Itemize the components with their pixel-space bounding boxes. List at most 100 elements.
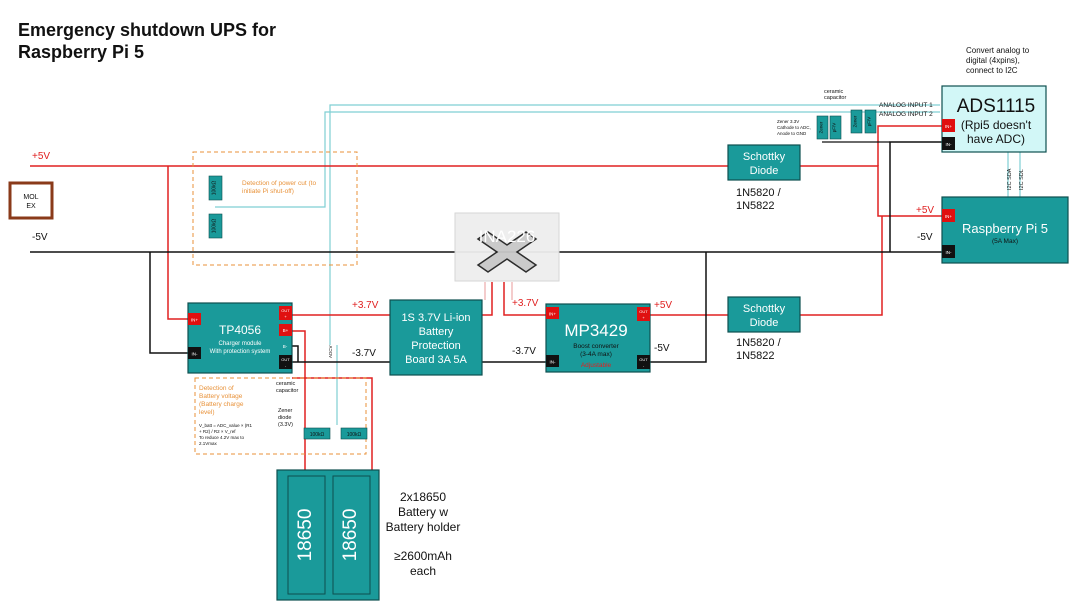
- diode-top-line-1: Schottky: [743, 151, 786, 163]
- diode-bottom-part-1: 1N5820 /: [736, 337, 782, 349]
- battery-desc-2: Battery w: [398, 505, 448, 519]
- ads1115-sub-1: (Rpi5 doesn't: [961, 118, 1032, 132]
- ads-zener-1-label: Zener: [819, 121, 824, 133]
- tp4056-pin-b-minus-label: B-: [283, 344, 288, 349]
- ads-cap-1: [829, 115, 842, 140]
- battery-pack: 18650 18650: [276, 469, 380, 601]
- detect-bottom-ceramic-2: capacitor: [276, 388, 298, 394]
- detect-bottom-line-1: Detection of: [199, 385, 234, 392]
- battery-cell-1-label: 18650: [295, 509, 316, 562]
- mp3429-pin-out-minus-label-b: -: [643, 363, 645, 368]
- ads-note-2: digital (4xpins),: [966, 56, 1020, 65]
- diode-bottom-part-2: 1N5822: [736, 350, 775, 362]
- wire-gnd-to-rpi: [889, 141, 942, 252]
- ads-ceramic-2: capacitor: [824, 95, 846, 101]
- resistor-detect-top-2-label: 100kΩ: [212, 218, 218, 233]
- ads-analog-input-1: ANALOG INPUT 1: [879, 102, 933, 109]
- wire-diode-bottom-to-rpi: [800, 216, 883, 316]
- bms-line-4: Board 3A 5A: [405, 354, 467, 366]
- ads1115-pin-in-minus-label: IN-: [946, 142, 953, 147]
- wire-tp-bplus-battery: [292, 330, 306, 470]
- ads-cap-1-label: μF/V: [832, 123, 837, 133]
- rpi-name: Raspberry Pi 5: [962, 221, 1048, 236]
- mp3429-pin-out-plus-label-a: OUT: [639, 309, 648, 314]
- battery-capacity-2: each: [410, 564, 436, 578]
- detect-bottom-formula-4: 2.1Vmax: [199, 441, 218, 446]
- label-plus5v-rpi: +5V: [916, 205, 934, 216]
- ads-zener-note-1: Zener 3.3V: [777, 119, 799, 124]
- ads1115-module: ADS1115 (Rpi5 doesn't have ADC) IN+ IN-: [941, 85, 1047, 153]
- battery-capacity-1: ≥2600mAh: [394, 549, 452, 563]
- schottky-diode-bottom: Schottky Diode: [727, 296, 801, 333]
- ads-components: Zener μF/V Zener μF/V: [816, 109, 877, 140]
- detection-power-cut-area: Detection of power cut (to initiate Pi s…: [192, 151, 358, 266]
- resistor-detect-top-1: 100kΩ: [208, 175, 223, 201]
- mp3429-adjustable: Adjustable: [581, 362, 612, 369]
- rpi-i2c-sda: I2C SDA: [1007, 168, 1013, 190]
- detect-bottom-zener-2: diode: [278, 415, 291, 421]
- ads-analog-input-2: ANALOG INPUT 2: [879, 111, 933, 118]
- ads1115-pin-in-plus-label: IN+: [945, 124, 953, 129]
- wire-tp-bminus: [292, 345, 299, 362]
- wire-gnd-to-tp4056: [149, 252, 188, 354]
- tp4056-desc-2: With protection system: [210, 349, 271, 355]
- ads1115-sub-2: have ADC): [967, 132, 1025, 146]
- diode-top-part-1: 1N5820 /: [736, 187, 782, 199]
- molex-connector: MOL EX: [8, 181, 54, 220]
- title-line-2: Raspberry Pi 5: [18, 42, 144, 62]
- tp4056-pin-in-plus-label: IN+: [191, 318, 199, 323]
- ads-cap-2: [864, 109, 877, 134]
- rpi-pin-in-plus: [942, 209, 955, 222]
- detect-top-line-2: initiate Pi shut-off): [242, 188, 294, 195]
- battery-desc-1: 2x18650: [400, 490, 446, 504]
- tp4056-module: TP4056 Charger module With protection sy…: [187, 302, 293, 374]
- diode-bottom-line-2: Diode: [750, 317, 779, 329]
- mp3429-desc-1: Boost converter: [573, 343, 619, 350]
- label-plus5v-mp: +5V: [654, 300, 672, 311]
- mp3429-boost-converter: MP3429 Boost converter (3-4A max) Adjust…: [545, 303, 651, 373]
- wire-ina-to-mp: [503, 282, 546, 316]
- mp3429-desc-2: (3-4A max): [580, 351, 612, 358]
- rpi-pin-in-minus: [942, 245, 955, 258]
- ina226-sensor: INA226: [454, 212, 560, 282]
- tp4056-pin-out-minus-label-b: -: [285, 363, 287, 368]
- label-adcv: ADCV: [328, 345, 333, 358]
- bms-board: 1S 3.7V Li-ion Battery Protection Board …: [389, 299, 483, 376]
- detect-bottom-formula-3: To reduce 4.2V max to: [199, 435, 245, 440]
- ina226-cross-icon: [476, 231, 538, 273]
- resistor-detect-top-2: 100kΩ: [208, 213, 223, 239]
- label-plus37v-a: +3.7V: [352, 300, 379, 311]
- ads-note-3: connect to I2C: [966, 66, 1018, 75]
- tp4056-pin-out-minus: [279, 355, 292, 369]
- resistor-detect-bottom-2-label: 100kΩ: [347, 432, 362, 438]
- ads-note-1: Convert analog to: [966, 46, 1030, 55]
- label-plus5v-top: +5V: [32, 151, 50, 162]
- detect-bottom-formula-1: V_batt = ADC_value × (R1: [199, 423, 253, 428]
- rpi-i2c-sdl: I2C SDL: [1019, 169, 1025, 190]
- label-minus5v-rpi: -5V: [917, 232, 933, 243]
- resistor-detect-bottom-2: 100kΩ: [340, 427, 368, 440]
- wire-diode-top-to-ads: [877, 125, 942, 166]
- ads-zener-note-3: Anode to GND: [777, 131, 807, 136]
- detect-top-line-1: Detection of power cut (to: [242, 180, 316, 187]
- resistor-detect-top-1-label: 100kΩ: [212, 180, 218, 195]
- ads1115-pin-in-minus: [942, 137, 955, 150]
- bms-line-2: Battery: [419, 326, 454, 338]
- detection-battery-voltage-area: Detection of Battery voltage (Battery ch…: [194, 377, 368, 455]
- bms-line-3: Protection: [411, 340, 461, 352]
- rpi-pin-in-minus-label: IN-: [946, 250, 953, 255]
- tp4056-pin-b-plus-label: B+: [283, 328, 289, 333]
- schottky-diode-top: Schottky Diode: [727, 144, 801, 181]
- label-minus5v-left: -5V: [32, 232, 48, 243]
- tp4056-pin-b-plus: [279, 324, 292, 336]
- resistor-detect-bottom-1: 100kΩ: [303, 427, 331, 440]
- mp3429-name: MP3429: [564, 321, 627, 340]
- rpi-sub: (5A Max): [992, 238, 1018, 245]
- tp4056-pin-out-minus-label-a: OUT: [281, 357, 290, 362]
- diode-bottom-line-1: Schottky: [743, 303, 786, 315]
- mp3429-pin-in-plus: [546, 307, 559, 319]
- label-plus37v-b: +3.7V: [512, 298, 539, 309]
- tp4056-name: TP4056: [219, 323, 261, 337]
